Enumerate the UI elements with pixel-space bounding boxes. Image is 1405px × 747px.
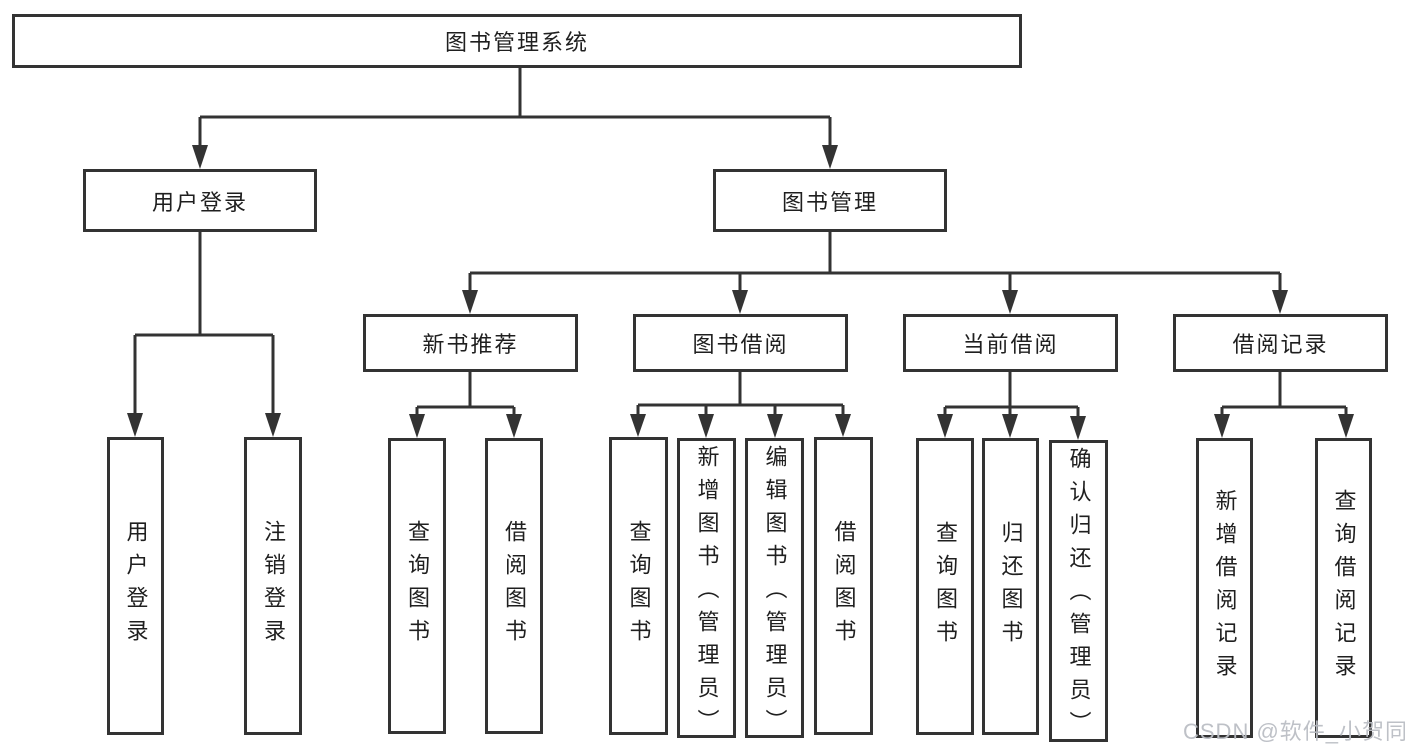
leaf-query-books-current: 查询图书 — [916, 438, 974, 735]
node-label: 图书管理系统 — [444, 30, 589, 55]
leaf-query-books-recommend: 查询图书 — [388, 438, 446, 734]
node-label: 查询图书 — [933, 520, 958, 653]
node-label: 确认归还（管理员） — [1066, 447, 1092, 744]
node-label: 新增借阅记录 — [1212, 489, 1238, 687]
arrowheads — [127, 145, 1354, 440]
node-user-login: 用户登录 — [83, 169, 317, 232]
leaf-confirm-return-admin: 确认归还（管理员） — [1049, 440, 1108, 744]
leaf-borrow-books: 借阅图书 — [814, 437, 873, 735]
node-current-borrow: 当前借阅 — [903, 314, 1118, 372]
leaf-borrow-books-recommend: 借阅图书 — [485, 438, 543, 734]
leaf-return-books: 归还图书 — [982, 438, 1039, 735]
node-label: 用户登录 — [123, 520, 149, 652]
node-label: 借阅图书 — [831, 520, 857, 652]
leaf-user-login: 用户登录 — [107, 437, 164, 735]
node-label: 查询图书 — [405, 520, 430, 652]
node-library-management-system: 图书管理系统 — [12, 14, 1022, 68]
node-label: 编辑图书（管理员） — [762, 445, 788, 742]
leaf-add-book-admin: 新增图书（管理员） — [677, 438, 736, 742]
node-label: 当前借阅 — [962, 332, 1059, 357]
node-label: 图书借阅 — [692, 332, 789, 357]
leaf-add-borrow-record: 新增借阅记录 — [1196, 438, 1253, 738]
leaf-query-books-borrow: 查询图书 — [609, 437, 668, 735]
leaf-edit-book-admin: 编辑图书（管理员） — [745, 438, 804, 742]
leaf-query-borrow-record: 查询借阅记录 — [1315, 438, 1372, 738]
leaf-logout: 注销登录 — [244, 437, 302, 735]
node-label: 图书管理 — [781, 189, 878, 215]
node-label: 查询借阅记录 — [1331, 489, 1357, 687]
node-label: 注销登录 — [261, 520, 286, 652]
csdn-watermark: CSDN @软件_小贺同学 — [1183, 719, 1405, 744]
node-label: 用户登录 — [151, 189, 248, 215]
node-book-borrow: 图书借阅 — [633, 314, 848, 372]
node-label: 新书推荐 — [422, 332, 519, 357]
node-label: 查询图书 — [626, 520, 652, 652]
node-label: 归还图书 — [998, 520, 1024, 653]
node-book-management: 图书管理 — [713, 169, 947, 232]
node-label: 新增图书（管理员） — [694, 445, 720, 742]
node-label: 借阅记录 — [1232, 332, 1329, 357]
node-borrow-records: 借阅记录 — [1173, 314, 1388, 372]
node-label: 借阅图书 — [502, 520, 527, 652]
node-new-book-recommend: 新书推荐 — [363, 314, 578, 372]
